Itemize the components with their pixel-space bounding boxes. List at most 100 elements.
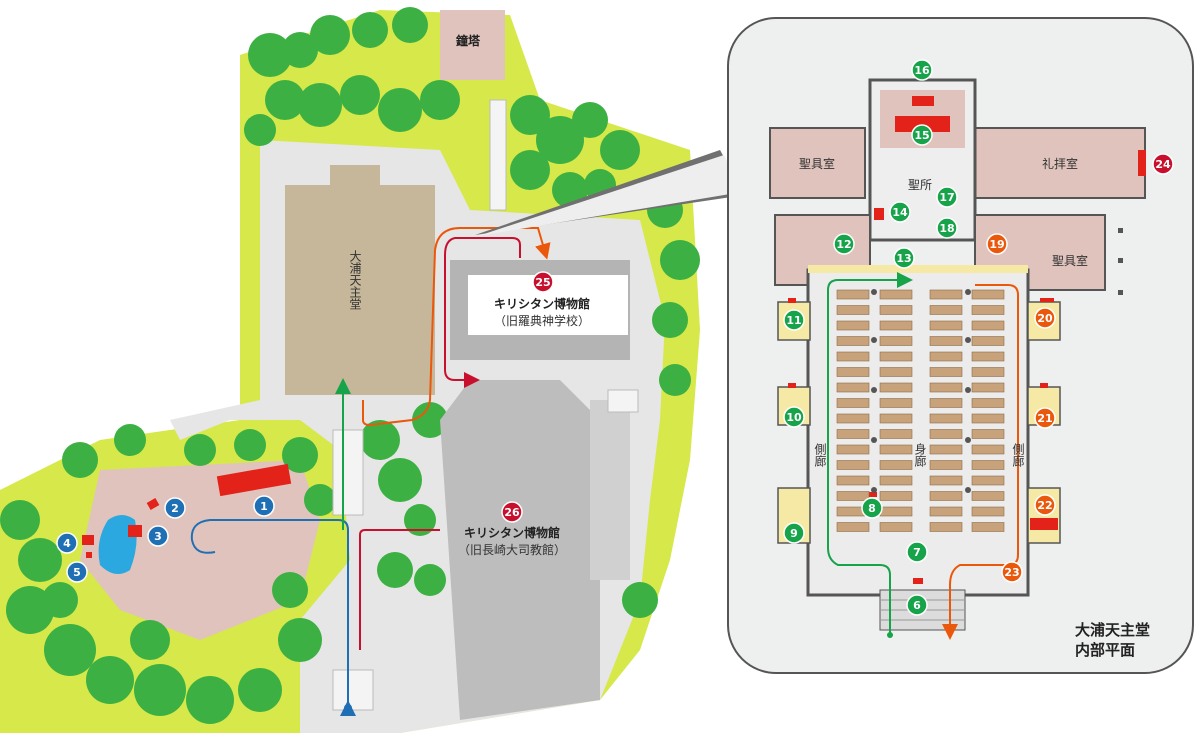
marker-number: 21 <box>1037 412 1052 425</box>
marker-number: 18 <box>939 222 954 235</box>
buildings: 大浦天主堂 キリシタン博物館 （旧羅典神学校） キリシタン博物館 （旧長崎大司教… <box>285 33 639 720</box>
pew <box>879 398 913 408</box>
vestry-left-label: 聖具室 <box>799 156 835 171</box>
marker-number: 13 <box>896 252 911 265</box>
marker-3: 3 <box>147 525 169 547</box>
marker-8: 8 <box>861 497 883 519</box>
pew <box>836 320 870 331</box>
inset-title-line1: 大浦天主堂 <box>1075 621 1151 639</box>
pew <box>836 413 870 424</box>
route-red <box>359 237 521 650</box>
marker-22: 22 <box>1034 494 1056 516</box>
museum-25-sub: （旧羅典神学校） <box>494 313 590 328</box>
pew <box>971 351 1005 362</box>
marker-number: 2 <box>171 502 179 515</box>
marker-20: 20 <box>1034 307 1056 329</box>
pew <box>971 382 1005 393</box>
marker-1: 1 <box>253 495 275 517</box>
pew <box>836 367 870 377</box>
numbered-markers: 1234567891011121314151617181920212223242… <box>56 59 1174 616</box>
aisle-right-label: 側廊 <box>1011 443 1025 468</box>
marker-10: 10 <box>783 406 805 428</box>
tree-clusters <box>0 7 700 724</box>
marker-number: 10 <box>786 411 802 424</box>
marker-number: 24 <box>1155 158 1171 171</box>
marker-26: 26 <box>501 501 523 523</box>
bell-tower-label: 鐘塔 <box>456 33 481 48</box>
pew <box>929 444 963 455</box>
pew <box>879 444 913 455</box>
marker-number: 8 <box>868 502 876 515</box>
pew <box>879 336 913 346</box>
pew <box>836 522 870 532</box>
pew <box>971 320 1005 331</box>
museum-26-building <box>440 380 600 720</box>
pew <box>879 305 913 315</box>
marker-17: 17 <box>936 186 958 208</box>
marker-number: 4 <box>63 537 71 550</box>
marker-number: 23 <box>1004 566 1019 579</box>
marker-4: 4 <box>56 532 78 554</box>
marker-number: 20 <box>1037 312 1053 325</box>
pew <box>971 491 1005 501</box>
pew <box>929 460 963 470</box>
marker-number: 19 <box>989 238 1004 251</box>
pew <box>929 382 963 393</box>
pew <box>929 429 963 439</box>
marker-number: 1 <box>260 500 268 513</box>
pew-rows <box>836 289 1005 532</box>
marker-9: 9 <box>783 522 805 544</box>
nave-label: 身廊 <box>913 442 927 468</box>
marker-12: 12 <box>833 233 855 255</box>
pew <box>971 506 1005 517</box>
pew <box>971 413 1005 424</box>
pew <box>836 336 870 346</box>
pew <box>879 491 913 501</box>
marker-5: 5 <box>66 561 88 583</box>
pew <box>971 367 1005 377</box>
pew <box>836 444 870 455</box>
pew <box>929 367 963 377</box>
route-orange <box>362 227 551 427</box>
pew <box>879 522 913 532</box>
pew <box>929 413 963 424</box>
pew <box>929 305 963 315</box>
inset-title: 大浦天主堂 内部平面 <box>1075 620 1185 660</box>
marker-number: 16 <box>914 64 930 77</box>
pew <box>929 506 963 517</box>
marker-number: 9 <box>790 527 798 540</box>
marker-24: 24 <box>1152 153 1174 175</box>
marker-18: 18 <box>936 217 958 239</box>
route-blue <box>190 519 356 716</box>
vestry-right-label: 聖具室 <box>1052 253 1088 268</box>
pew <box>879 289 913 300</box>
pew <box>971 429 1005 439</box>
inset-title-line2: 内部平面 <box>1075 641 1136 659</box>
site-exhibit-marks <box>82 463 292 558</box>
marker-number: 7 <box>913 546 921 559</box>
marker-number: 15 <box>914 129 929 142</box>
marker-number: 26 <box>504 506 520 519</box>
pew <box>879 320 913 331</box>
marker-number: 17 <box>939 191 954 204</box>
pew <box>879 413 913 424</box>
pew <box>971 289 1005 300</box>
marker-21: 21 <box>1034 407 1056 429</box>
museum-26-name: キリシタン博物館 <box>464 525 560 540</box>
marker-11: 11 <box>783 309 805 331</box>
marker-19: 19 <box>986 233 1008 255</box>
marker-number: 14 <box>892 206 908 219</box>
museum-25-name: キリシタン博物館 <box>494 296 590 311</box>
marker-2: 2 <box>164 497 186 519</box>
pew <box>879 351 913 362</box>
pew <box>836 351 870 362</box>
pew <box>971 398 1005 408</box>
pew <box>971 305 1005 315</box>
marker-23: 23 <box>1001 561 1023 583</box>
pillars <box>871 228 1123 493</box>
marker-15: 15 <box>911 124 933 146</box>
museum-26-sub: （旧長崎大司教館） <box>458 542 566 557</box>
pew <box>836 398 870 408</box>
sanctuary-label: 聖所 <box>908 178 932 192</box>
